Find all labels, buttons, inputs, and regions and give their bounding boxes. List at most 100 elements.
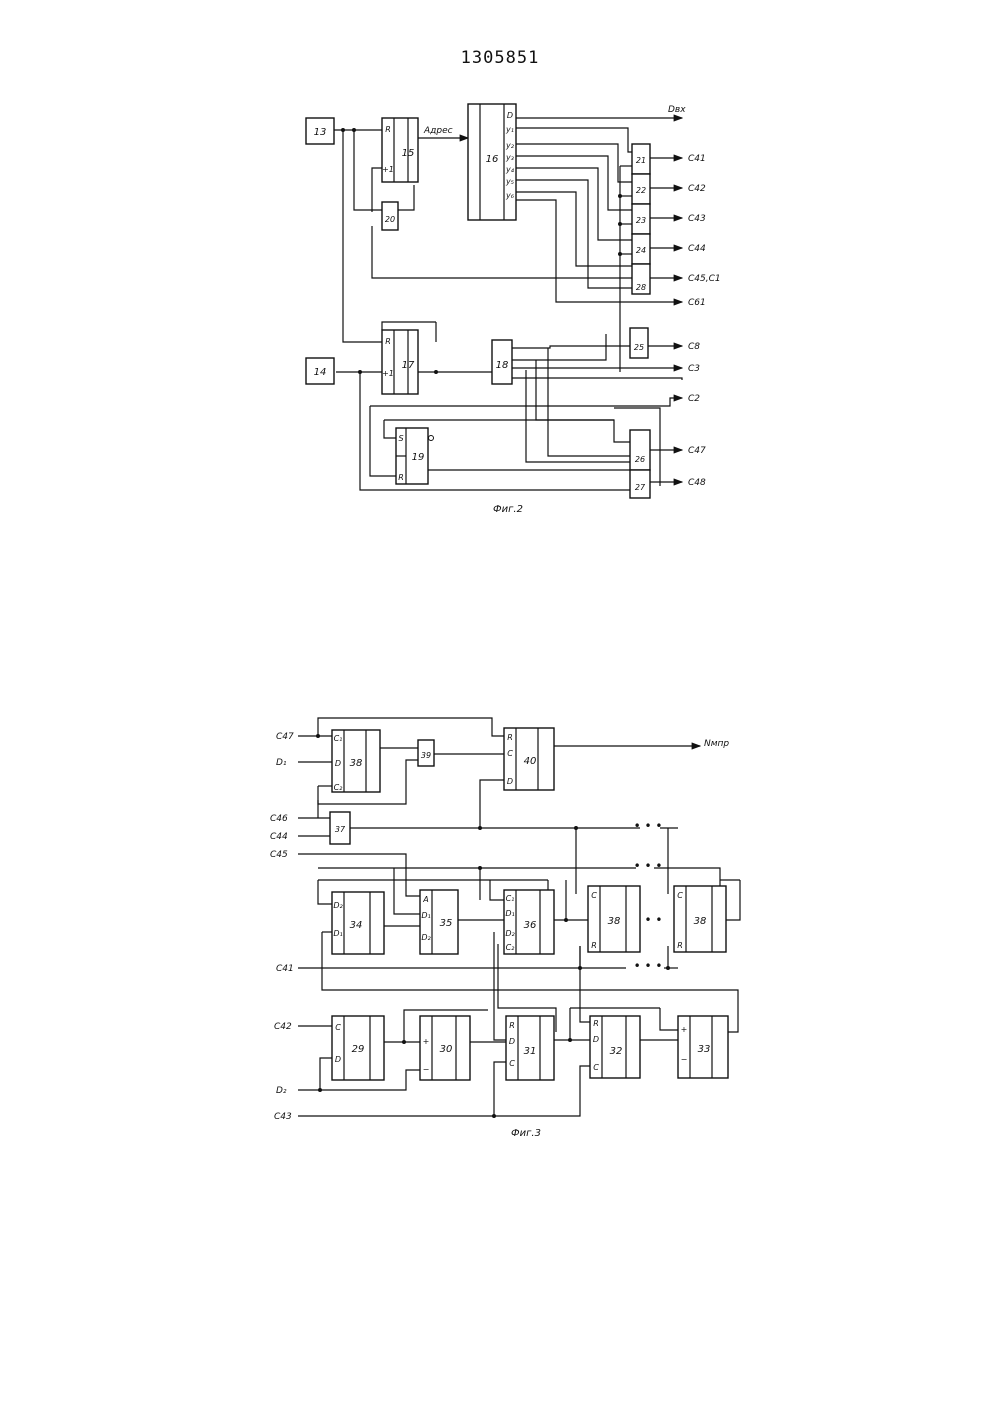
fig2-signal-c42: С42 (688, 184, 706, 194)
fig2-block-13-label: 13 (314, 127, 327, 138)
svg-text:15: 15 (402, 148, 415, 159)
svg-text:D: D (335, 1055, 341, 1064)
fig3-block-30: 30 + − (420, 1016, 470, 1080)
fig2-block-14-label: 14 (314, 367, 327, 378)
svg-text:C: C (507, 749, 513, 758)
svg-text:23: 23 (636, 216, 646, 225)
svg-text:C₂: C₂ (334, 783, 344, 792)
svg-text:18: 18 (496, 360, 509, 371)
fig2-signal-c41: С41 (688, 154, 706, 164)
svg-text:38: 38 (694, 916, 707, 927)
svg-text:19: 19 (412, 452, 425, 463)
fig2-signal-c8: С8 (688, 342, 700, 352)
svg-text:y₄: y₄ (505, 165, 515, 174)
svg-text:22: 22 (636, 186, 646, 195)
fig2-signal-c44: С44 (688, 244, 706, 254)
svg-text:y₅: y₅ (505, 177, 514, 186)
svg-text:D₁: D₁ (333, 929, 342, 938)
svg-text:R: R (385, 125, 391, 134)
svg-text:20: 20 (385, 215, 395, 224)
svg-text:28: 28 (636, 283, 646, 292)
svg-text:D₁: D₁ (505, 909, 514, 918)
svg-text:38: 38 (608, 916, 621, 927)
svg-text:+: + (423, 1037, 430, 1046)
fig3-signal-c46: С46 (270, 814, 288, 824)
svg-text:D₁: D₁ (421, 911, 430, 920)
svg-text:D: D (507, 111, 513, 120)
svg-text:D: D (507, 777, 513, 786)
svg-text:D₂: D₂ (333, 901, 343, 910)
svg-text:21: 21 (636, 156, 646, 165)
svg-text:y₂: y₂ (505, 141, 515, 150)
svg-text:C₁: C₁ (334, 734, 343, 743)
fig2-signal-c3: С3 (688, 364, 700, 374)
svg-text:D: D (335, 759, 341, 768)
fig2-caption: Фиг.2 (493, 504, 523, 515)
figure-3: • • • • • • • • • • • • 38 C₁ D C₂ 39 40… (270, 718, 740, 1139)
figure-2: 13 14 15 R +1 Адрес 16 D y₁ y₂ y₃ y₄ y₅ … (306, 104, 721, 515)
svg-text:33: 33 (698, 1044, 711, 1055)
fig2-signal-address: Адрес (423, 126, 453, 136)
svg-text:−: − (423, 1065, 430, 1074)
fig2-block-17: 17 R +1 (382, 330, 418, 394)
svg-text:C: C (677, 891, 683, 900)
fig3-block-39: 39 (418, 740, 434, 766)
fig2-signal-c61: С61 (688, 298, 706, 308)
svg-text:34: 34 (350, 920, 363, 931)
fig3-block-35: 35 A D₁ D₂ (420, 890, 458, 954)
svg-text:D₂: D₂ (505, 929, 515, 938)
fig3-signal-c43: С43 (274, 1112, 292, 1122)
svg-text:38: 38 (350, 758, 363, 769)
fig3-block-38-middle: 38 C R (588, 886, 640, 952)
svg-text:37: 37 (335, 825, 346, 834)
fig3-signal-d1: D₁ (276, 758, 287, 768)
fig3-block-38-right: 38 C R (674, 886, 726, 952)
svg-text:C₁: C₁ (506, 894, 515, 903)
svg-text:30: 30 (440, 1044, 453, 1055)
svg-text:29: 29 (352, 1044, 365, 1055)
fig3-signal-c44: С44 (270, 832, 288, 842)
fig3-block-36: 36 C₁ D₁ D₂ C₂ (504, 890, 554, 954)
fig3-block-29: 29 C D (332, 1016, 384, 1080)
svg-text:C: C (335, 1023, 341, 1032)
fig3-block-32: 32 R D C (590, 1016, 640, 1078)
fig3-signal-c41: С41 (276, 964, 294, 974)
svg-text:• • •: • • • (634, 859, 663, 873)
svg-text:36: 36 (524, 920, 537, 931)
fig3-signal-c45: С45 (270, 850, 288, 860)
svg-text:R: R (677, 941, 683, 950)
fig2-signal-c47: С47 (688, 446, 706, 456)
fig2-signal-c43: С43 (688, 214, 706, 224)
svg-text:31: 31 (524, 1046, 537, 1057)
svg-text:+: + (681, 1025, 688, 1034)
svg-text:39: 39 (421, 751, 431, 760)
fig3-signal-d2: D₂ (276, 1086, 287, 1096)
fig3-signal-nmpp: Nмпр (704, 739, 729, 749)
svg-text:32: 32 (610, 1046, 623, 1057)
svg-text:35: 35 (440, 918, 453, 929)
fig2-blocks-21-28-stack: 21 22 23 24 28 25 26 27 (630, 144, 650, 498)
fig3-signal-c47: С47 (276, 732, 294, 742)
svg-text:D₂: D₂ (421, 933, 431, 942)
svg-text:R: R (591, 941, 597, 950)
svg-text:R: R (398, 473, 404, 482)
svg-text:24: 24 (636, 246, 646, 255)
svg-text:y₃: y₃ (505, 153, 514, 162)
svg-text:C₂: C₂ (506, 943, 516, 952)
fig3-block-38-top: 38 C₁ D C₂ (332, 730, 380, 792)
svg-text:+1: +1 (382, 369, 394, 378)
svg-text:C: C (591, 891, 597, 900)
fig3-signal-c42: С42 (274, 1022, 292, 1032)
fig2-signal-c2: С2 (688, 394, 700, 404)
svg-text:y₁: y₁ (505, 125, 514, 134)
fig2-block-19: 19 S R (396, 428, 434, 484)
svg-text:16: 16 (486, 154, 499, 165)
fig2-signal-dvh: Dвх (668, 105, 686, 115)
svg-text:C: C (593, 1063, 599, 1072)
svg-text:25: 25 (634, 343, 644, 352)
svg-text:• • •: • • • (634, 819, 663, 833)
fig2-block-16: 16 D y₁ y₂ y₃ y₄ y₅ y₆ (468, 104, 516, 220)
fig2-signal-c48: С48 (688, 478, 706, 488)
fig3-block-34: 34 D₂ D₁ (332, 892, 384, 954)
